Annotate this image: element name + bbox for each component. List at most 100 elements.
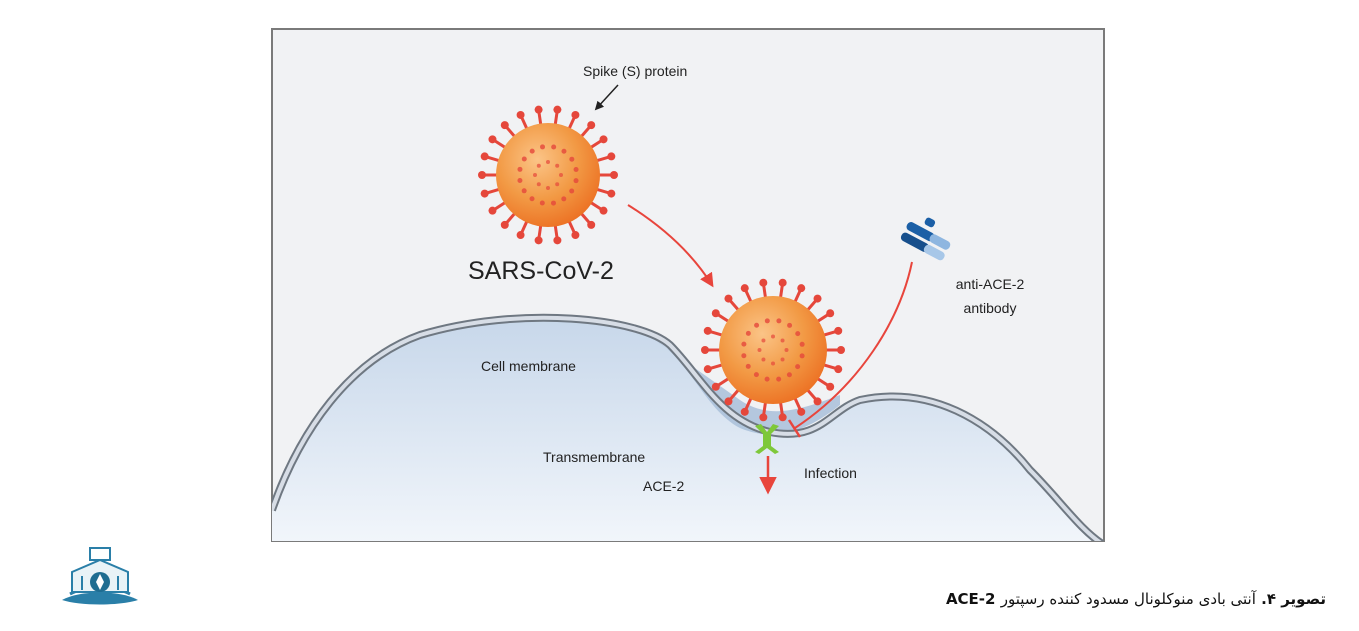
virus-envelope [719, 296, 827, 404]
surface-spike [533, 173, 537, 177]
surface-spike [536, 182, 541, 187]
spike-protein-tip [813, 294, 822, 303]
spike-protein-tip [553, 236, 562, 245]
spike-protein-tip [703, 326, 712, 335]
inhibition-bar [787, 419, 802, 438]
surface-spike [741, 341, 747, 347]
surface-spike [764, 318, 770, 324]
caption-term: ACE-2 [945, 590, 996, 608]
cell-membrane-label: Cell membrane [481, 358, 576, 374]
surface-spike [517, 177, 523, 183]
antibody-inhibition-line [794, 261, 913, 429]
spike-pointer-arrow [594, 84, 619, 111]
surface-spike [521, 156, 527, 162]
spike-protein-tip [488, 135, 497, 144]
surface-spike [780, 338, 785, 343]
surface-spike [551, 144, 557, 150]
spike-protein-tip [826, 382, 835, 391]
surface-spike [521, 188, 527, 194]
receptor-label-line1: Transmembrane [543, 449, 645, 465]
spike-protein-tip [826, 309, 835, 318]
university-crest-icon [62, 547, 138, 605]
spike-protein-tip [571, 110, 580, 119]
surface-spike [546, 160, 550, 164]
spike-protein-tip [599, 135, 608, 144]
surface-spike [799, 341, 805, 347]
surface-spike [795, 331, 801, 337]
spike-protein-tip [607, 152, 616, 161]
receptor-label-line2: ACE-2 [643, 478, 684, 494]
surface-spike [757, 348, 762, 352]
surface-spike [761, 338, 766, 343]
sars-cov-2-virus-bound [701, 278, 845, 422]
surface-spike [776, 376, 782, 382]
virus-envelope [496, 123, 600, 227]
spike-protein-tip [703, 365, 712, 374]
spike-protein-tip [711, 382, 720, 391]
spike-protein-tip [778, 413, 787, 422]
surface-spike [539, 200, 545, 206]
spike-protein-tip [599, 206, 608, 215]
virus-name-label: SARS-CoV-2 [468, 257, 614, 285]
antibody-label-line2: antibody [964, 300, 1017, 316]
surface-spike [795, 364, 801, 370]
surface-spike [771, 334, 775, 339]
spike-protein-tip [834, 326, 843, 335]
spike-protein-tip [711, 309, 720, 318]
surface-spike [540, 144, 546, 150]
spike-protein-tip [534, 236, 543, 245]
spike-protein-tip [480, 189, 489, 198]
caption-text: آنتی بادی منوکلونال مسدود کننده رسپتور [1000, 590, 1256, 608]
entry-arrow [627, 204, 714, 288]
surface-spike [573, 167, 579, 173]
surface-spike [536, 163, 541, 168]
surface-spike [559, 173, 563, 177]
surface-spike [555, 163, 560, 168]
membrane-pocket [655, 340, 840, 435]
surface-spike [780, 357, 785, 362]
spike-protein-tip [478, 171, 486, 179]
spike-protein-tip [759, 278, 768, 287]
surface-spike [573, 178, 579, 184]
spike-protein-tip [500, 220, 509, 229]
spike-protein-tip [701, 346, 709, 354]
surface-spike [745, 363, 751, 369]
spike-protein-tip [516, 231, 525, 240]
surface-spike [529, 196, 535, 202]
surface-spike [741, 353, 747, 359]
caption-prefix: تصویر ۴. [1261, 590, 1326, 608]
infection-label: Infection [804, 465, 857, 481]
surface-spike [784, 348, 789, 352]
figure-caption: تصویر ۴. آنتی بادی منوکلونال مسدود کننده… [826, 590, 1326, 608]
cell-membrane-inner [272, 315, 1102, 541]
spike-protein-tip [516, 110, 525, 119]
spike-protein-tip [740, 407, 749, 416]
spike-protein-tip [480, 152, 489, 161]
spike-protein-tip [488, 206, 497, 215]
surface-spike [529, 148, 535, 154]
spike-protein-label: Spike (S) protein [583, 63, 687, 79]
antibody-label-line1: anti-ACE-2 [956, 276, 1025, 292]
surface-spike [555, 182, 560, 187]
sars-cov-2-virus [478, 105, 618, 245]
spike-protein-tip [607, 189, 616, 198]
surface-spike [776, 318, 782, 324]
spike-protein-tip [610, 171, 618, 179]
surface-spike [745, 330, 751, 336]
surface-spike [787, 322, 793, 328]
surface-spike [753, 372, 759, 378]
spike-protein-tip [834, 365, 843, 374]
spike-protein-tip [587, 121, 596, 130]
spike-protein-tip [534, 105, 543, 114]
spike-protein-tip [813, 397, 822, 406]
ace2-receptor-icon [755, 424, 779, 454]
spike-protein-tip [740, 284, 749, 293]
antibody-icon [900, 217, 951, 261]
surface-spike [569, 156, 575, 162]
surface-spike [786, 372, 792, 378]
surface-spike [561, 196, 567, 202]
spike-protein-tip [797, 407, 806, 416]
surface-spike [561, 148, 567, 154]
spike-protein-tip [759, 413, 768, 422]
